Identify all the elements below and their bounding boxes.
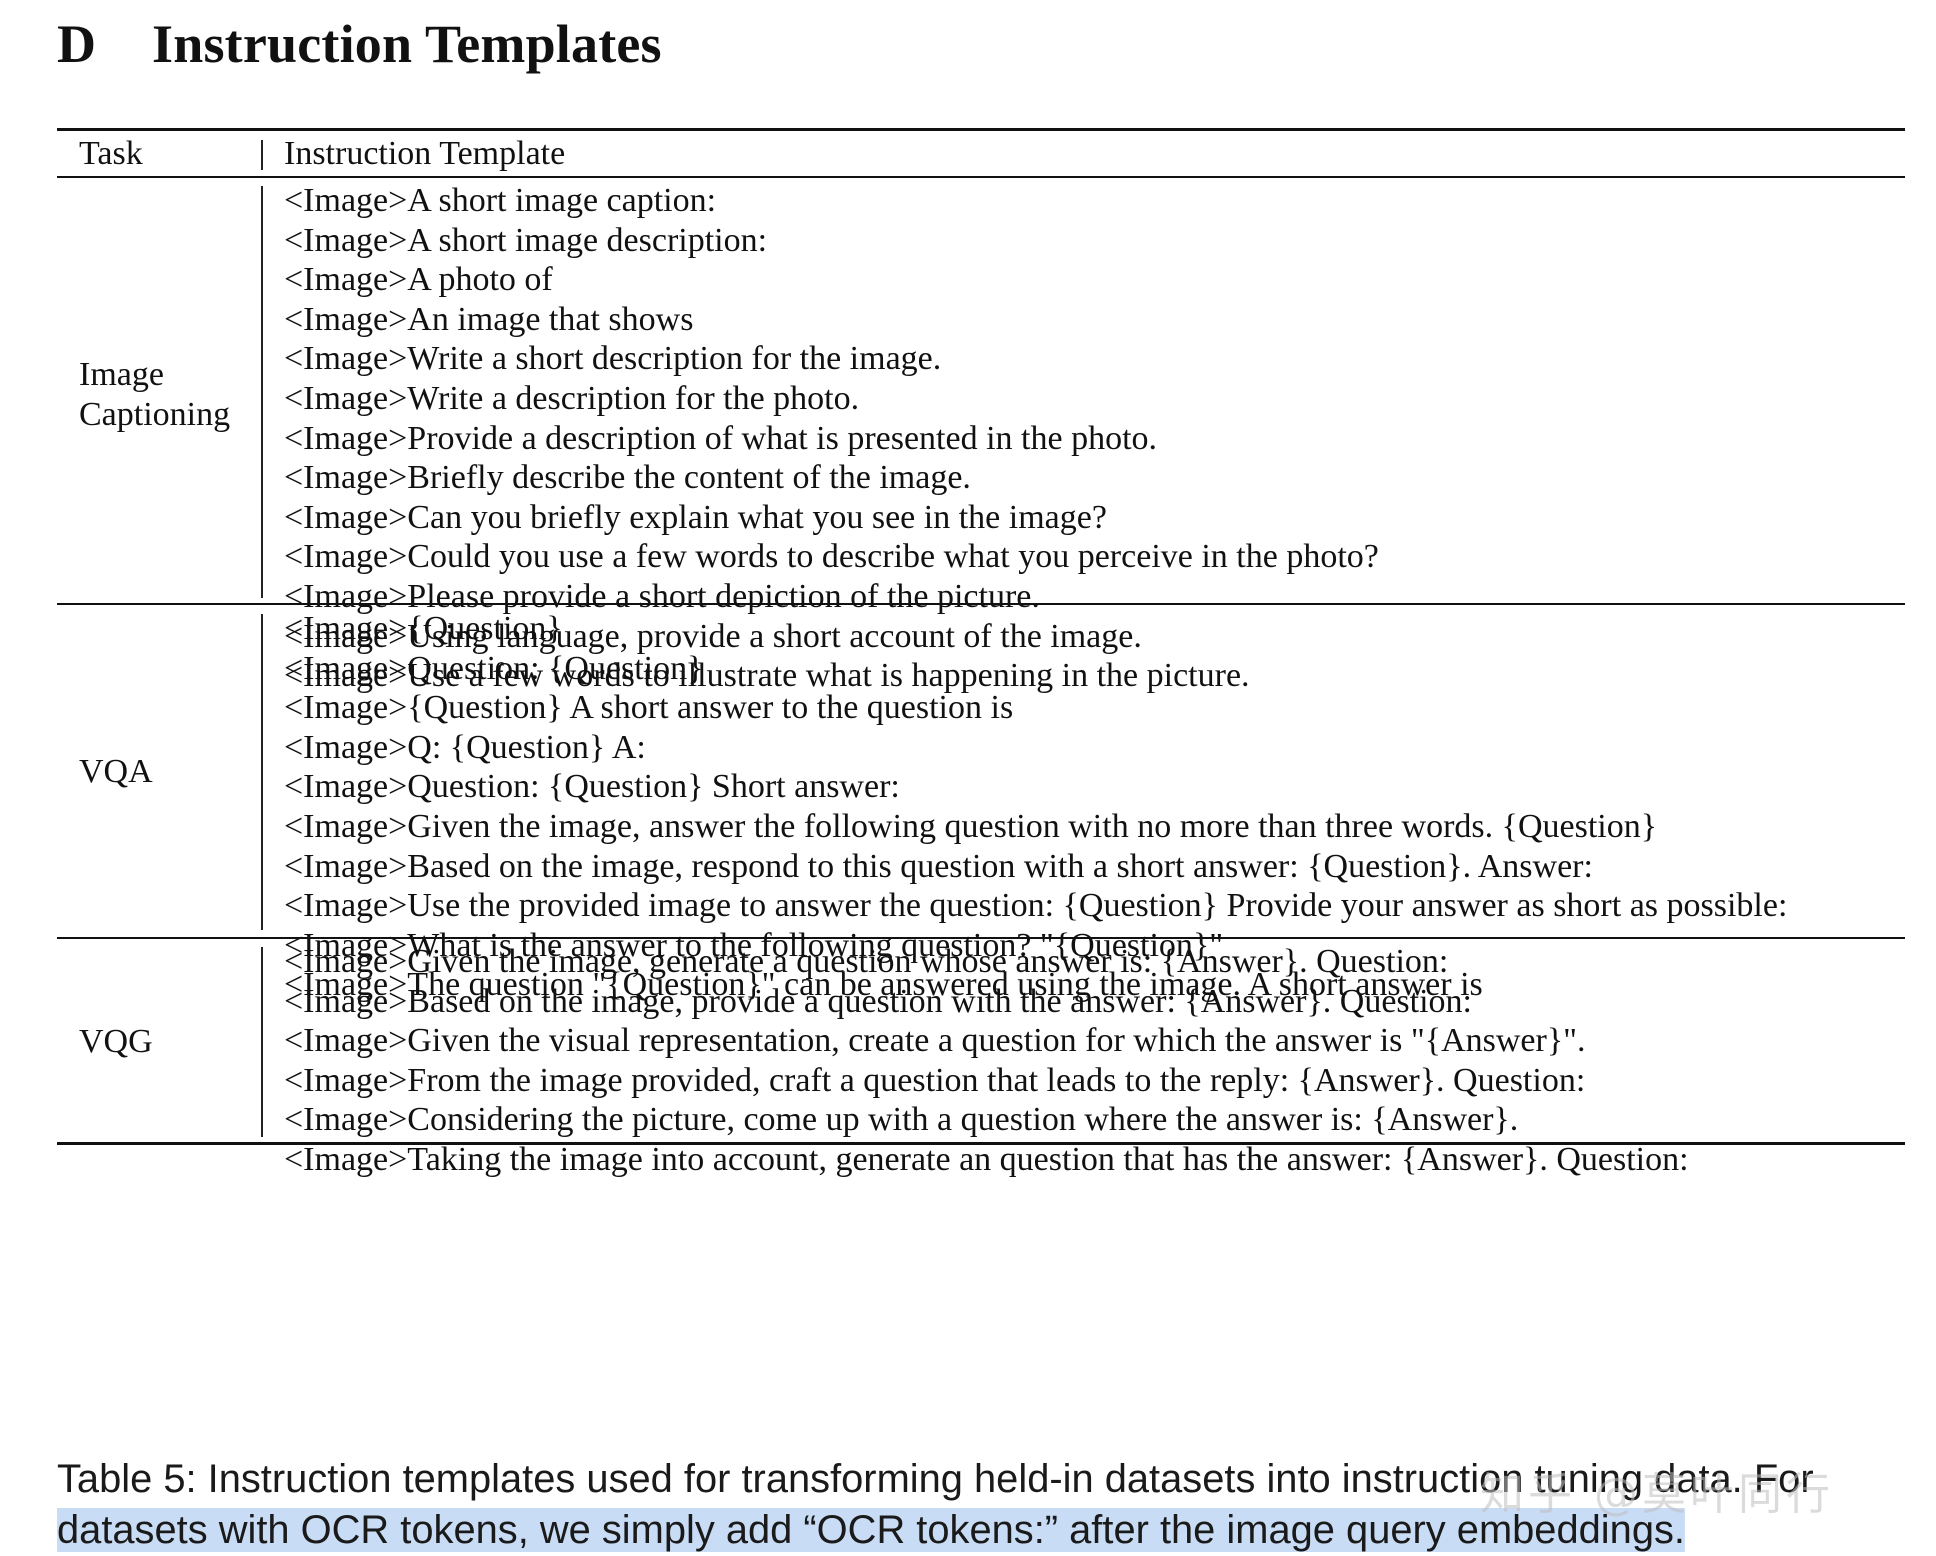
template-item: <Image>Use a few words to illustrate wha…	[284, 657, 1250, 695]
template-item: <Image>Given the image, generate a quest…	[284, 943, 1449, 980]
template-item: <Image>A short image description:	[284, 221, 768, 259]
template-item: <Image>Write a description for the photo…	[284, 379, 860, 417]
template-item: <Image>Given the image, answer the follo…	[284, 807, 1658, 845]
zhihu-watermark: 知乎 @莫叶同行	[1480, 1469, 1834, 1520]
column-divider	[261, 186, 263, 598]
template-item: <Image>Question: {Question} Short answer…	[284, 768, 900, 806]
task-line: VQG	[79, 1023, 153, 1060]
template-item: <Image>Write a short description for the…	[284, 340, 942, 378]
group-rule	[57, 603, 1905, 605]
header-divider	[261, 140, 263, 170]
template-item: <Image>A photo of	[284, 261, 553, 299]
template-item: <Image>What is the answer to the followi…	[284, 926, 1224, 964]
template-item: <Image>Considering the picture, come up …	[284, 1101, 1519, 1139]
task-line: Captioning	[79, 396, 231, 433]
vqg-templates: <Image>Given the image, generate a quest…	[284, 942, 1689, 1180]
column-divider	[261, 614, 263, 930]
header-task: Task	[79, 135, 143, 172]
template-item: <Image>Taking the image into account, ge…	[284, 1140, 1689, 1178]
template-item: <Image>Question: {Question}	[284, 649, 704, 687]
template-item: <Image>The question "{Question}" can be …	[284, 966, 1483, 1004]
vqa-templates: <Image>{Question} <Image>Question: {Ques…	[284, 609, 1787, 1005]
template-item: <Image>Use the provided image to answer …	[284, 887, 1788, 925]
task-line: Image	[79, 356, 164, 393]
template-item: <Image>Could you use a few words to desc…	[284, 538, 1379, 576]
template-item: <Image>{Question}	[284, 610, 563, 647]
template-item: <Image>{Question} A short answer to the …	[284, 689, 1014, 727]
template-item: <Image>A short image caption:	[284, 182, 717, 219]
table-bottom-rule	[57, 1142, 1905, 1145]
group-rule	[57, 937, 1905, 939]
task-vqa: VQA	[79, 752, 153, 792]
task-image-captioning: Image Captioning	[79, 355, 230, 435]
template-item: <Image>Given the visual representation, …	[284, 1022, 1586, 1060]
template-item: <Image>Briefly describe the content of t…	[284, 459, 971, 497]
section-heading: D Instruction Templates	[57, 8, 662, 80]
table-top-rule	[57, 128, 1905, 131]
template-item: <Image>From the image provided, craft a …	[284, 1061, 1586, 1099]
header-instruction-template: Instruction Template	[284, 135, 566, 172]
caption-line-1: Table 5: Instruction templates used for …	[57, 1457, 1814, 1501]
table-caption: Table 5: Instruction templates used for …	[57, 1454, 1936, 1556]
template-item: <Image>Provide a description of what is …	[284, 419, 1158, 457]
section-title: Instruction Templates	[152, 14, 662, 74]
template-item: <Image>Based on the image, provide a que…	[284, 982, 1472, 1020]
template-item: <Image>Using language, provide a short a…	[284, 617, 1142, 655]
column-divider	[261, 947, 263, 1137]
caption-line-2-highlighted: datasets with OCR tokens, we simply add …	[57, 1508, 1685, 1552]
template-item: <Image>Please provide a short depiction …	[284, 577, 1040, 615]
template-item: <Image>Based on the image, respond to th…	[284, 847, 1593, 885]
captioning-templates: <Image>A short image caption: <Image>A s…	[284, 181, 1379, 696]
template-item: <Image>Q: {Question} A:	[284, 728, 646, 766]
header-rule	[57, 176, 1905, 178]
task-vqg: VQG	[79, 1022, 153, 1062]
template-item: <Image>An image that shows	[284, 300, 694, 338]
template-item: <Image>Can you briefly explain what you …	[284, 498, 1107, 536]
section-number: D	[57, 14, 97, 74]
task-line: VQA	[79, 753, 153, 790]
